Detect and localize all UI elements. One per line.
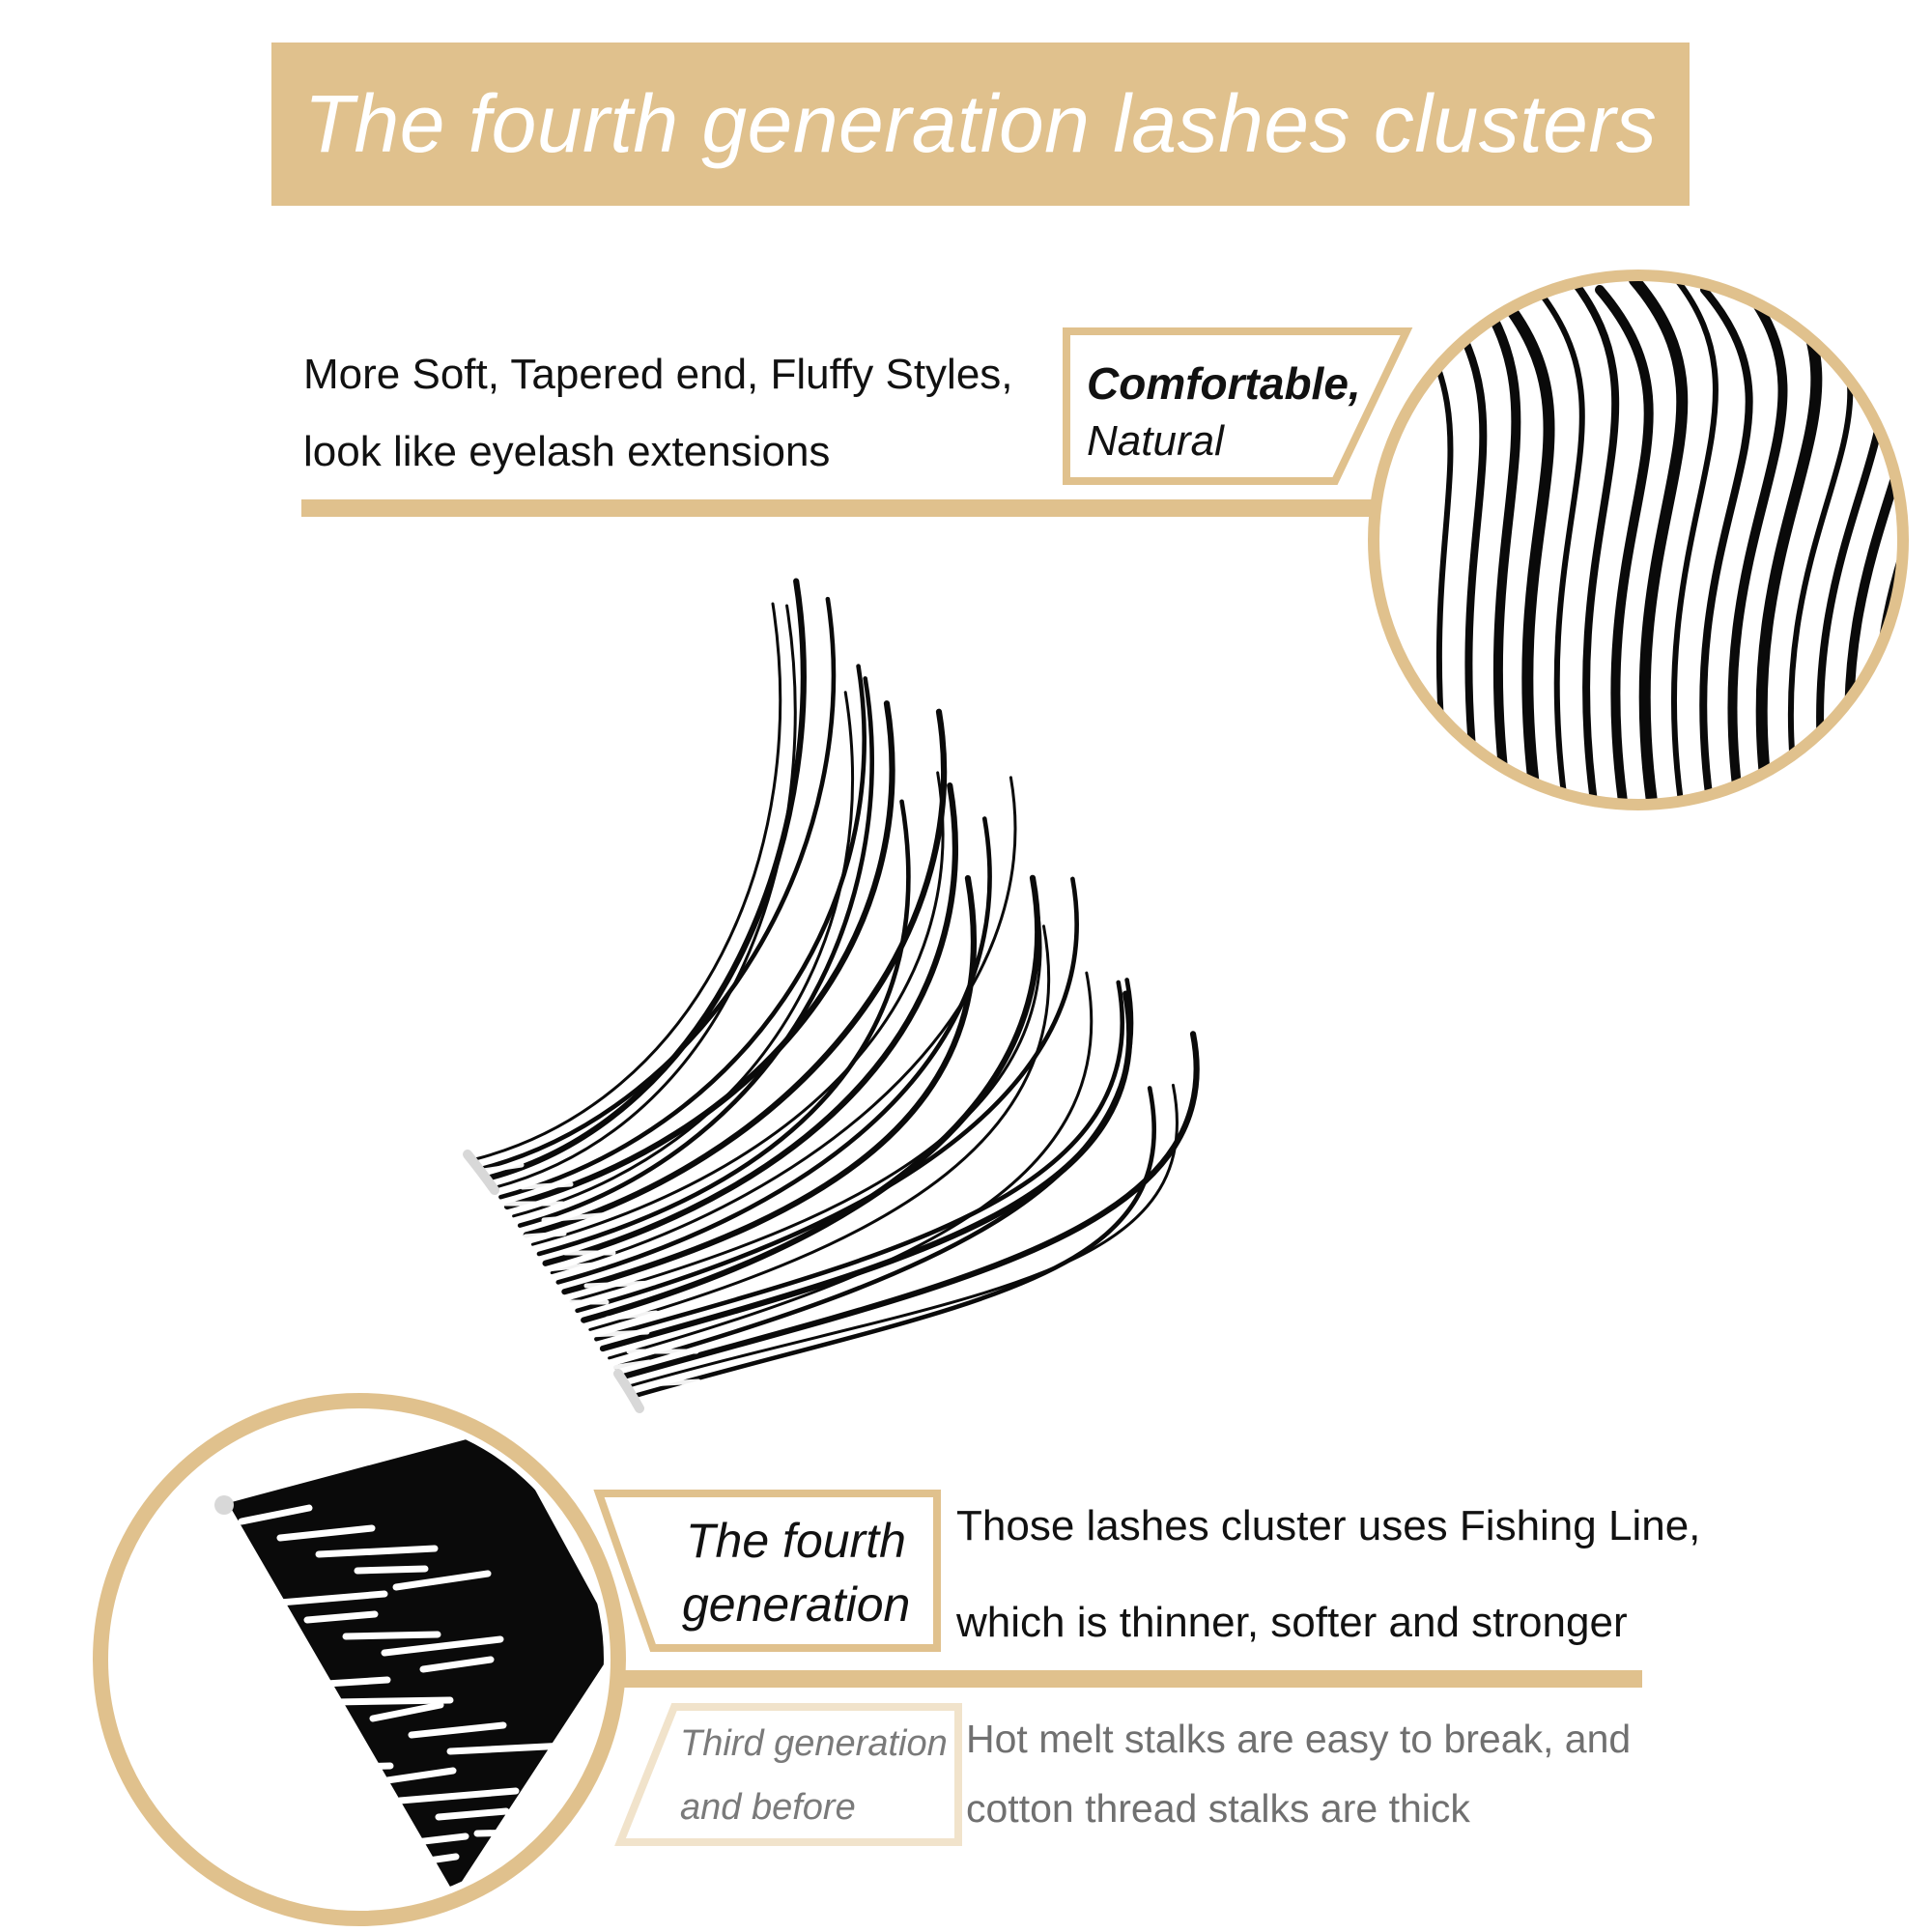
prev-gen-tag-frame: [614, 1703, 962, 1846]
top-underline: [301, 499, 1577, 517]
banner-title: The fourth generation lashes clusters: [303, 78, 1658, 169]
top-tag-line-2: Natural: [1087, 417, 1224, 465]
top-tag-line-1: Comfortable,: [1087, 358, 1361, 409]
fourth-gen-tag-line-1: The fourth: [686, 1514, 906, 1568]
lash-cluster: [463, 578, 1200, 1413]
prev-gen-tag-line-2: and before: [680, 1787, 856, 1828]
top-feature-line-2: look like eyelash extensions: [303, 428, 831, 475]
zoom-circle-base: [93, 1393, 626, 1926]
fourth-gen-line-2: which is thinner, softer and stronger: [956, 1599, 1628, 1646]
zoom-circle-tips: [1368, 270, 1909, 810]
fourth-gen-line-1: Those lashes cluster uses Fishing Line,: [956, 1502, 1701, 1549]
top-feature-line-1: More Soft, Tapered end, Fluffy Styles,: [303, 351, 1013, 398]
top-tag-frame: [1063, 327, 1413, 485]
fourth-gen-tag-line-2: generation: [682, 1577, 911, 1632]
prev-gen-line-2: cotton thread stalks are thick: [966, 1786, 1470, 1831]
fourth-gen-underline: [614, 1670, 1642, 1688]
title-banner: The fourth generation lashes clusters: [271, 43, 1690, 206]
prev-gen-line-1: Hot melt stalks are easy to break, and: [966, 1717, 1632, 1761]
prev-gen-tag-line-1: Third generation: [680, 1723, 948, 1764]
fourth-gen-tag-frame: [593, 1490, 941, 1652]
